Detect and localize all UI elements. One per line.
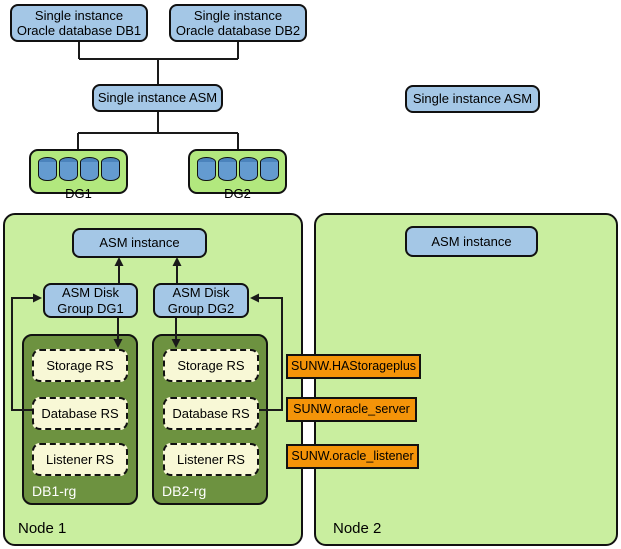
disk-icon [100,157,120,184]
disk-icon [37,157,57,184]
db2-database-rs-box: Database RS [163,397,259,430]
node2-asm-instance-box: ASM instance [405,226,538,257]
disk-icon [259,157,279,184]
db1-listener-rs-box: Listener RS [32,443,128,476]
db1-storage-rs-box: Storage RS [32,349,128,382]
asm-disk-group-dg2-box: ASM Disk Group DG2 [153,283,249,318]
sunw-hastorageplus-box: SUNW.HAStorageplus [286,354,421,379]
disk-icon [217,157,237,184]
disk-icon [196,157,216,184]
asm-disk-group-dg1-box: ASM Disk Group DG1 [43,283,138,318]
disk-group-dg1-box: DG1 [29,149,128,201]
single-instance-db1-box: Single instance Oracle database DB1 [10,4,148,42]
disk-group-dg2-box: DG2 [188,149,287,201]
db1-rg-label: DB1-rg [32,483,77,499]
db1-to-asm-connector [78,42,239,84]
disk-stack [196,157,279,184]
node1-label: Node 1 [18,520,67,537]
sunw-oracle-listener-box: SUNW.oracle_listener [286,444,419,469]
node2-label: Node 2 [333,520,382,537]
node1-asm-instance-box: ASM instance [72,228,207,258]
disk-icon [238,157,258,184]
disk-group-dg1-label: DG1 [65,186,92,201]
db1-database-rs-box: Database RS [32,397,128,430]
disk-icon [79,157,99,184]
asm-to-disk-groups-connector [77,112,239,149]
single-instance-db2-box: Single instance Oracle database DB2 [169,4,307,42]
db2-listener-rs-box: Listener RS [163,443,259,476]
single-instance-asm-right-box: Single instance ASM [405,85,540,113]
db2-rg-label: DB2-rg [162,483,207,499]
single-instance-asm-box: Single instance ASM [92,84,223,112]
disk-icon [58,157,78,184]
node2-container [314,213,618,546]
disk-stack [37,157,120,184]
disk-group-dg2-label: DG2 [224,186,251,201]
sunw-oracle-server-box: SUNW.oracle_server [286,397,417,422]
db2-storage-rs-box: Storage RS [163,349,259,382]
